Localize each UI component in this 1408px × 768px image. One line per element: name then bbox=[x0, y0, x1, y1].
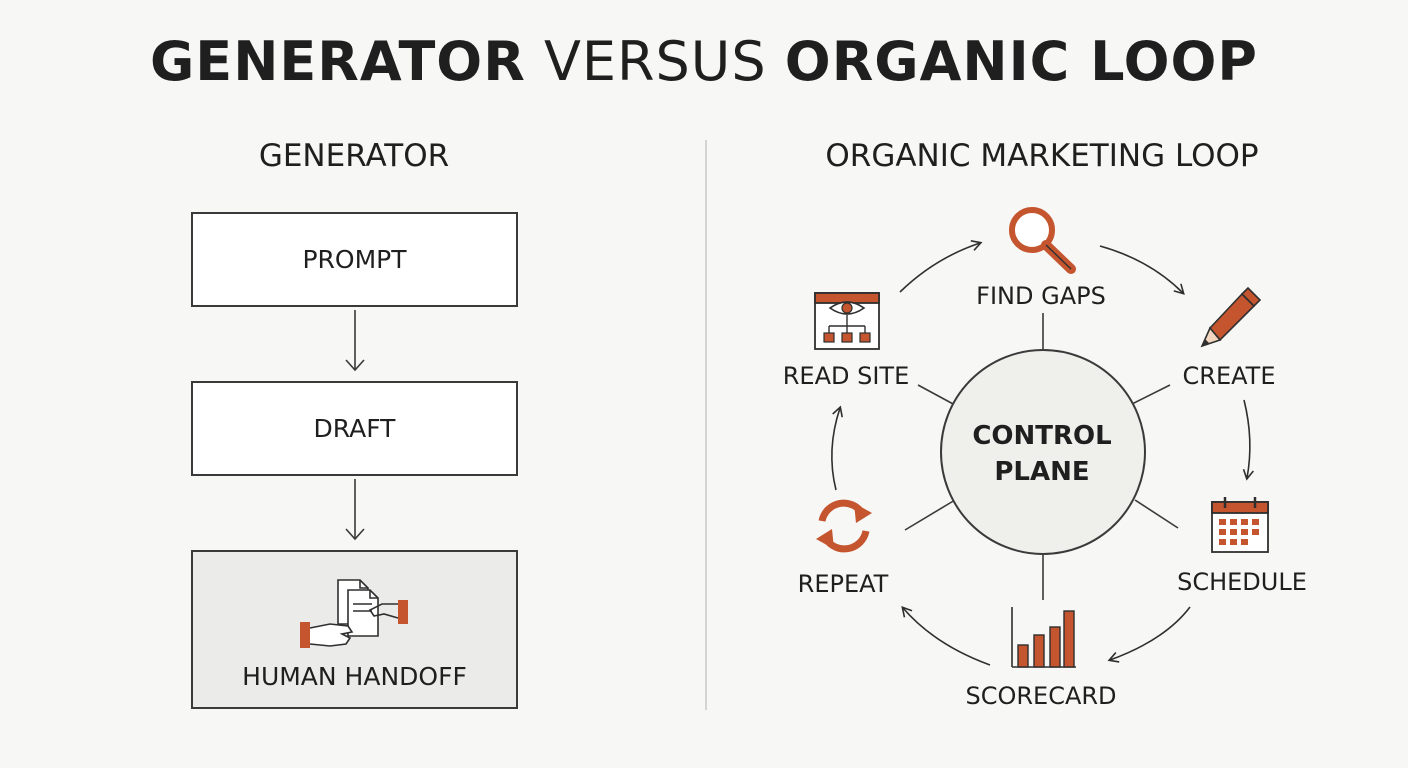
node-create: CREATE bbox=[1182, 362, 1276, 390]
pencil-icon bbox=[1200, 286, 1262, 348]
loop-diagram bbox=[831, 240, 1254, 666]
node-read-site: READ SITE bbox=[782, 362, 910, 390]
eye-sitemap-icon bbox=[814, 292, 880, 350]
node-repeat: REPEAT bbox=[797, 570, 889, 598]
arrow-down-icon bbox=[345, 310, 365, 372]
arrow-scorecard-to-repeat bbox=[901, 605, 991, 666]
bar-chart-icon bbox=[1011, 607, 1076, 668]
refresh-icon bbox=[816, 499, 872, 553]
arrow-create-to-schedule bbox=[1242, 399, 1254, 481]
control-plane-circle bbox=[940, 349, 1146, 555]
node-schedule: SCHEDULE bbox=[1177, 568, 1307, 596]
magnifier-icon bbox=[1009, 207, 1076, 274]
generator-heading: GENERATOR bbox=[258, 138, 450, 174]
spoke-create bbox=[1129, 384, 1171, 406]
control-plane-line2: PLANE bbox=[994, 457, 1090, 487]
prompt-label: PROMPT bbox=[302, 245, 407, 274]
node-find-gaps: FIND GAPS bbox=[976, 282, 1106, 310]
control-plane-line1: CONTROL bbox=[972, 421, 1112, 451]
draft-label: DRAFT bbox=[313, 414, 396, 443]
handoff-icon bbox=[299, 579, 408, 648]
calendar-icon bbox=[1211, 497, 1269, 553]
title-generator: GENERATOR bbox=[149, 30, 526, 93]
arrow-schedule-to-scorecard bbox=[1107, 606, 1191, 663]
human-handoff-label: HUMAN HANDOFF bbox=[242, 662, 467, 691]
draft-box: DRAFT bbox=[191, 381, 518, 476]
arrow-read-to-find bbox=[899, 240, 983, 293]
arrow-down-icon bbox=[345, 479, 365, 541]
diagram-title: GENERATOR VERSUS ORGANIC LOOP bbox=[0, 30, 1408, 94]
spoke-repeat bbox=[904, 499, 956, 531]
spoke-read-site bbox=[917, 384, 956, 406]
control-plane-label: CONTROL PLANE bbox=[942, 418, 1142, 490]
arrow-find-to-create bbox=[1099, 245, 1185, 295]
human-handoff-box: HUMAN HANDOFF bbox=[191, 550, 518, 709]
prompt-box: PROMPT bbox=[191, 212, 518, 307]
column-divider bbox=[705, 140, 707, 710]
spoke-schedule bbox=[1134, 499, 1179, 529]
title-versus: VERSUS bbox=[543, 30, 767, 93]
node-scorecard: SCORECARD bbox=[965, 682, 1117, 710]
title-organic-loop: ORGANIC LOOP bbox=[784, 30, 1258, 93]
arrow-repeat-to-read bbox=[831, 405, 844, 491]
loop-heading: ORGANIC MARKETING LOOP bbox=[825, 138, 1259, 174]
